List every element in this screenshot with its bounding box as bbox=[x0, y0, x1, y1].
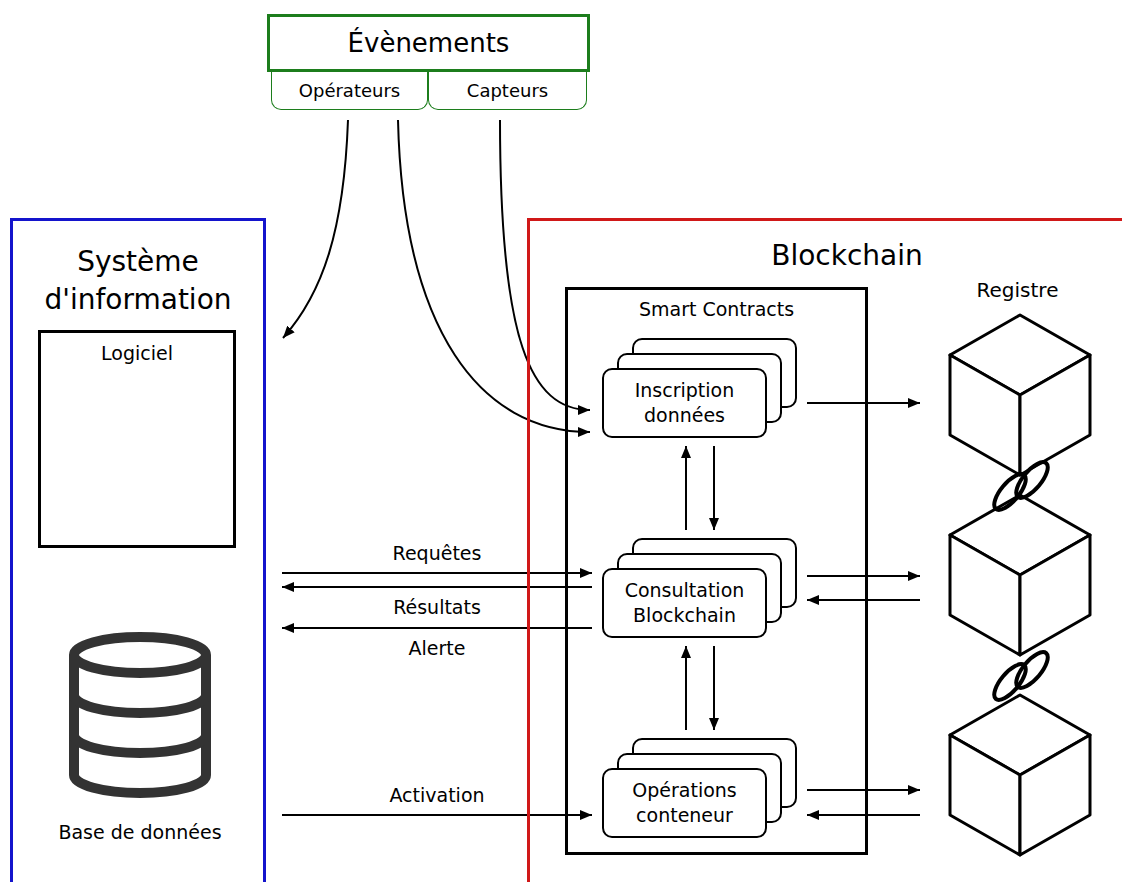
connector-arrow bbox=[685, 446, 687, 530]
database: Base de données bbox=[40, 620, 240, 852]
node-text: Logiciel bbox=[101, 341, 173, 367]
card-front: Inscription données bbox=[602, 368, 767, 438]
node-text: Base de données bbox=[58, 820, 221, 846]
card-front: Opérations conteneur bbox=[602, 768, 767, 838]
connector-arrow bbox=[713, 646, 715, 730]
edge-label: Requêtes bbox=[390, 542, 485, 564]
contracts-box: Smart ContractsInscription donnéesConsul… bbox=[565, 287, 868, 855]
node-text: Blockchain bbox=[771, 239, 923, 272]
connector-arrow bbox=[283, 120, 348, 338]
connector-arrow bbox=[713, 446, 715, 530]
node-text: Capteurs bbox=[467, 80, 548, 101]
edge-label: Activation bbox=[386, 784, 487, 806]
ledger: Registre bbox=[930, 278, 1105, 870]
event-box: Évènements bbox=[267, 14, 590, 72]
edge-label: Alerte bbox=[406, 637, 469, 659]
event-tab: Capteurs bbox=[428, 72, 587, 110]
connector-arrow bbox=[282, 572, 592, 574]
software-box: Logiciel bbox=[38, 330, 236, 548]
connector-arrow bbox=[282, 627, 592, 629]
connector-arrow bbox=[282, 586, 592, 588]
edge-label: Résultats bbox=[390, 596, 484, 618]
card-front: Consultation Blockchain bbox=[602, 568, 767, 638]
system-region: Système d'informationLogicielBase de don… bbox=[10, 218, 266, 882]
connector-arrow bbox=[398, 120, 590, 432]
node-text: Inscription données bbox=[608, 378, 761, 427]
connector-arrow bbox=[807, 575, 920, 577]
contract-stack: Consultation Blockchain bbox=[602, 538, 797, 638]
event-tab: Opérateurs bbox=[271, 72, 428, 110]
connector-arrow bbox=[500, 120, 590, 410]
node-text: Consultation Blockchain bbox=[608, 578, 761, 627]
connector-arrow bbox=[807, 814, 920, 816]
connector-arrow bbox=[282, 814, 592, 816]
node-text: Opérateurs bbox=[299, 80, 400, 101]
node-text: Opérations conteneur bbox=[608, 778, 761, 827]
contract-stack: Opérations conteneur bbox=[602, 738, 797, 838]
contract-stack: Inscription données bbox=[602, 338, 797, 438]
node-text: Registre bbox=[977, 278, 1059, 302]
connector-arrow bbox=[807, 402, 920, 404]
connector-arrow bbox=[685, 646, 687, 730]
node-text: Smart Contracts bbox=[639, 298, 794, 320]
chain-links bbox=[989, 457, 1053, 704]
block-cubes bbox=[950, 315, 1090, 855]
database-icon bbox=[74, 637, 206, 793]
blockchain-region: BlockchainSmart ContractsInscription don… bbox=[527, 218, 1122, 882]
connector-arrow bbox=[807, 599, 920, 601]
connector-arrow bbox=[807, 789, 920, 791]
node-text: Évènements bbox=[348, 28, 510, 58]
node-text: Système d'information bbox=[13, 243, 263, 319]
